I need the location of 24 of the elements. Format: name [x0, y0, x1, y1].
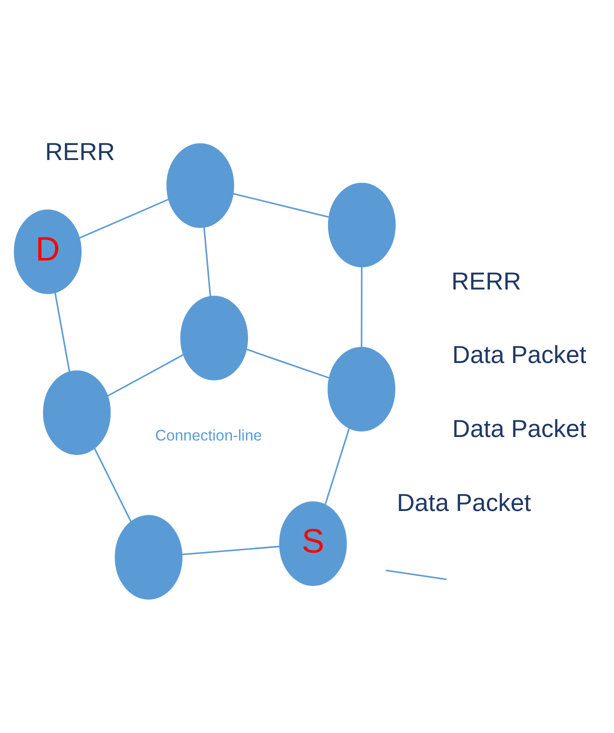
- connector: [94, 448, 132, 522]
- label: Data Packet: [452, 342, 586, 370]
- connector: [246, 348, 330, 379]
- connector: [106, 354, 184, 397]
- connector: [232, 192, 330, 218]
- label: Data Packet: [452, 416, 586, 443]
- node-circle: [166, 143, 234, 228]
- connector: [324, 428, 350, 505]
- connector: [54, 292, 70, 372]
- label: Data Packet: [396, 490, 531, 517]
- label: RERR: [451, 268, 522, 296]
- node-circle: [180, 296, 248, 380]
- node-circle: [328, 182, 396, 268]
- node-circle: [114, 514, 182, 600]
- node-circle: [43, 370, 111, 455]
- connector: [203, 227, 212, 296]
- node-circle: [328, 346, 396, 432]
- node-ellipse: D: [14, 209, 82, 294]
- node-ellipse: S: [279, 501, 347, 586]
- legend-label: Connection-line: [155, 427, 262, 444]
- connector: [182, 546, 280, 556]
- connector: [360, 266, 362, 348]
- connector: [79, 198, 169, 239]
- label: RERR: [45, 139, 115, 166]
